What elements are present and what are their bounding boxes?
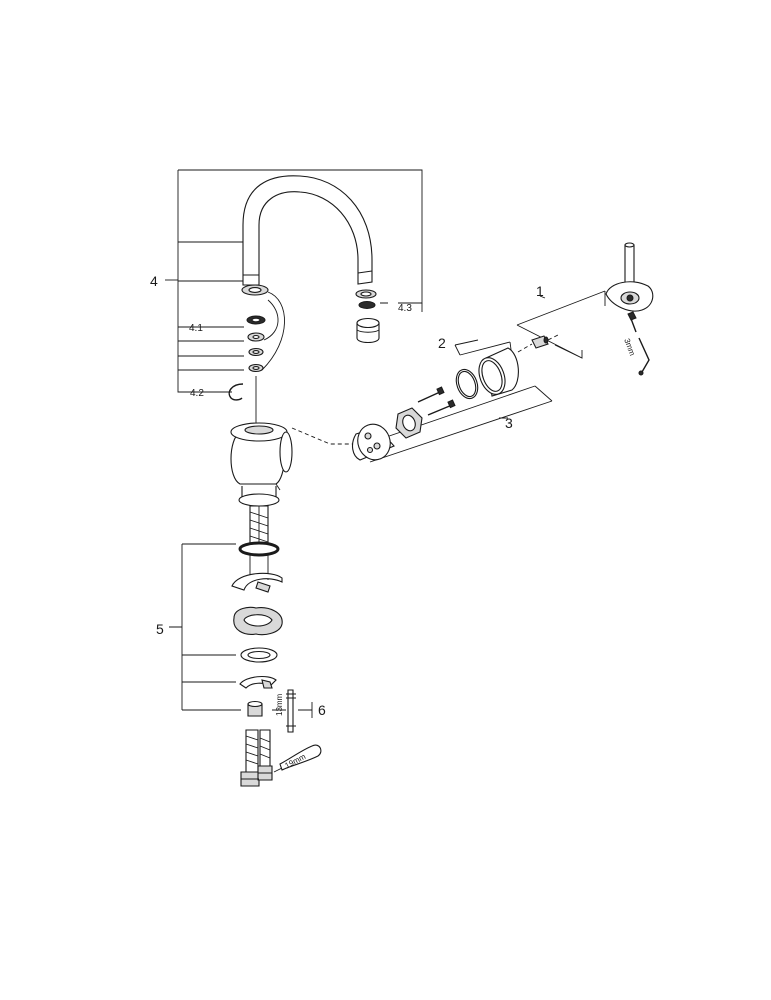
- handle-assembly: 3mm 1: [516, 242, 654, 376]
- spout-assembly: 4 4.1 4.2 4.3: [150, 169, 423, 401]
- callout-4-2: 4.2: [190, 388, 204, 399]
- base-seal-ring: [238, 541, 280, 557]
- callout-5: 5: [156, 621, 164, 637]
- spanner: 19mm: [273, 744, 322, 773]
- screws: [417, 386, 456, 416]
- spout-tube: [242, 175, 373, 286]
- group-5-bracket: [169, 543, 241, 711]
- aerator-4-3: [355, 289, 380, 344]
- lever-rod: [624, 244, 635, 287]
- cartridge-axis: [291, 427, 356, 445]
- callout-3: 3: [505, 415, 513, 431]
- half-moon-washer: [231, 572, 283, 591]
- tool-6: 13mm 6: [272, 689, 326, 733]
- spanner-wrench: [279, 744, 322, 771]
- retaining-clip-4-2: [228, 383, 244, 401]
- callout-4-1: 4.1: [189, 323, 203, 334]
- spout-seals-left: [228, 284, 285, 401]
- callout-4-3: 4.3: [398, 303, 412, 314]
- dim-hex-key: 3mm: [622, 337, 637, 357]
- group-4-bracket: [177, 169, 423, 393]
- hose-ends: [240, 729, 273, 787]
- tap-body: [230, 376, 356, 507]
- dim-13mm: 13mm: [275, 693, 284, 716]
- group-2-bracket: [454, 339, 513, 358]
- threaded-rod: [287, 689, 294, 733]
- callout-6: 6: [318, 702, 326, 718]
- mounting-kit: 5: [156, 505, 283, 717]
- group-6-bracket: [272, 702, 313, 718]
- group-1-bracket: [516, 290, 606, 359]
- cartridge-assembly: [351, 339, 553, 463]
- sleeve: [478, 347, 519, 397]
- tap-base-flange: [238, 493, 280, 507]
- group-3-bracket: [359, 385, 553, 463]
- callout-4: 4: [150, 273, 158, 289]
- callout-1: 1: [536, 283, 544, 299]
- callout-2: 2: [438, 335, 446, 351]
- aerator-body: [356, 322, 380, 344]
- hex-key: [638, 337, 650, 373]
